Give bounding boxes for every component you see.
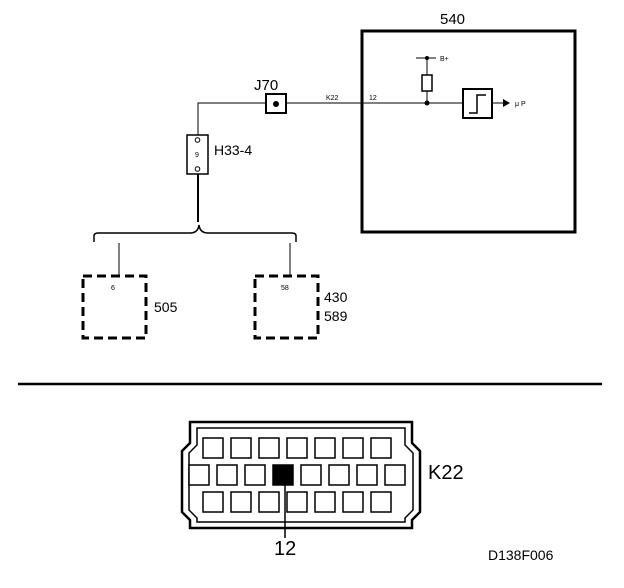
connector-j70-dot — [273, 101, 279, 107]
connector-pin — [314, 491, 336, 513]
connector-pin — [314, 437, 336, 459]
connector-pin — [286, 491, 308, 513]
connector-k22-pin-grid — [188, 437, 406, 513]
wire-k22-label: K22 — [326, 95, 339, 102]
h33-pin-label: 9 — [195, 152, 199, 159]
box-505-label: 505 — [154, 299, 178, 315]
b-plus-dot — [425, 56, 429, 60]
connector-pin-highlighted — [272, 464, 294, 486]
connector-pin — [230, 491, 252, 513]
connector-pin — [230, 437, 252, 459]
b-plus-label: B+ — [440, 56, 449, 63]
box-430-label-b: 589 — [324, 308, 348, 324]
connector-pin — [202, 437, 224, 459]
connector-j70-label: J70 — [254, 77, 278, 94]
connector-k22-pin-label: 12 — [274, 538, 296, 560]
connector-pin — [300, 464, 322, 486]
connector-pin — [258, 491, 280, 513]
connector-pin — [370, 437, 392, 459]
connector-pin — [342, 491, 364, 513]
connector-pin — [356, 464, 378, 486]
h33-pin-bottom-icon — [194, 166, 201, 172]
connector-pin — [342, 437, 364, 459]
connector-pin — [244, 464, 266, 486]
connector-k22-label: K22 — [428, 462, 464, 484]
figure-reference: D138F006 — [488, 547, 554, 563]
box-430-pin-label: 58 — [281, 285, 289, 292]
box-505 — [81, 274, 148, 340]
box-430 — [253, 274, 320, 340]
connector-pin — [370, 491, 392, 513]
wire-j70-to-h33 — [197, 102, 266, 135]
output-arrow-icon — [503, 99, 510, 107]
module-540-box — [360, 29, 577, 234]
connector-k22-inner-outline — [188, 427, 414, 523]
connector-pin — [328, 464, 350, 486]
pin-12-label: 12 — [369, 95, 377, 102]
connector-pin — [258, 437, 280, 459]
schmitt-trigger-icon — [469, 94, 486, 114]
connector-pin — [188, 464, 210, 486]
module-540-label: 540 — [440, 11, 465, 28]
connector-pin — [216, 464, 238, 486]
connector-pin — [286, 437, 308, 459]
box-430-label-a: 430 — [324, 289, 348, 305]
split-brace — [93, 224, 297, 242]
output-mu-p-label: μ P — [515, 101, 526, 108]
connector-pin — [202, 491, 224, 513]
connector-pin — [384, 464, 406, 486]
connector-h33-4-label: H33-4 — [214, 142, 252, 158]
connector-k22-outline — [180, 420, 422, 530]
pull-up-resistor — [421, 74, 433, 92]
h33-pin-top-icon — [194, 137, 201, 143]
box-505-pin-label: 6 — [111, 285, 115, 292]
